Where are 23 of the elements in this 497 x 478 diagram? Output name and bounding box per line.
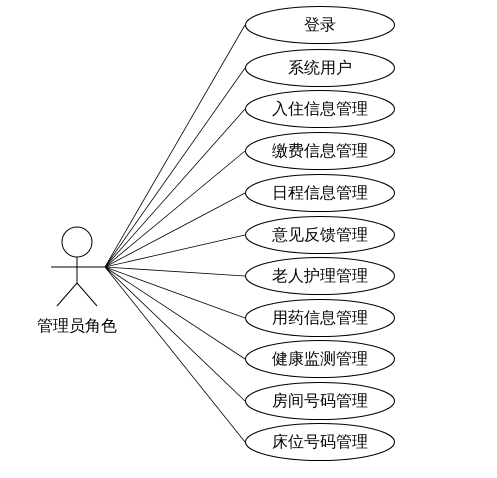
use-case-ellipse: 健康监测管理 <box>245 340 395 378</box>
association-line <box>104 192 246 268</box>
association-line <box>104 234 246 268</box>
association-line <box>104 266 246 360</box>
use-case-ellipse: 房间号码管理 <box>245 382 395 420</box>
association-line <box>104 266 246 442</box>
use-case-ellipse: 老人护理管理 <box>245 257 395 295</box>
use-case-ellipse: 系统用户 <box>245 49 395 87</box>
association-line <box>104 266 246 276</box>
association-line <box>104 150 246 268</box>
use-case-ellipse: 入住信息管理 <box>245 90 395 128</box>
association-line <box>104 266 246 402</box>
use-case-ellipse: 日程信息管理 <box>245 174 395 212</box>
association-line <box>104 68 246 268</box>
association-line <box>104 24 246 268</box>
association-line <box>104 266 246 318</box>
actor-name: 管理员角色 <box>36 316 118 337</box>
association-line <box>104 108 246 268</box>
use-case-ellipse: 登录 <box>245 6 395 44</box>
use-case-ellipse: 床位号码管理 <box>245 423 395 461</box>
use-case-ellipse: 缴费信息管理 <box>245 132 395 170</box>
use-case-ellipse: 用药信息管理 <box>245 299 395 337</box>
use-case-ellipse: 意见反馈管理 <box>245 216 395 254</box>
